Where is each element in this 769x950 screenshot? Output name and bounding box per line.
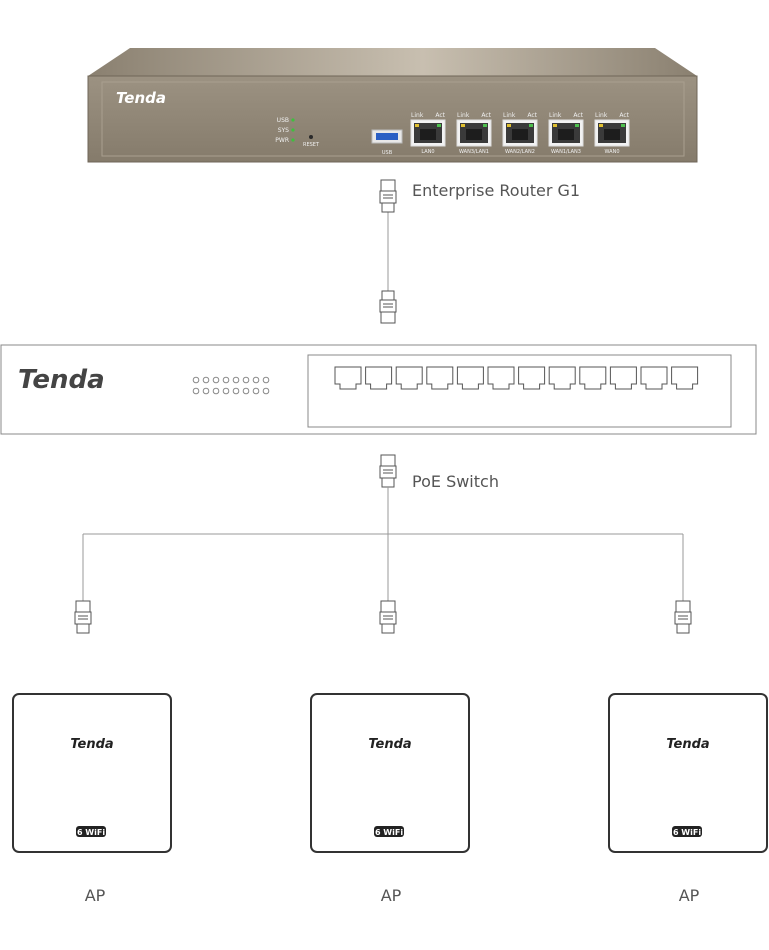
router-port-link-label: Link — [595, 112, 608, 119]
reset-hole — [309, 135, 313, 139]
plug-switch-side — [379, 290, 397, 324]
switch-port-panel — [307, 354, 732, 428]
switch-device: Tenda — [0, 344, 757, 435]
led-label-sys: SYS — [278, 127, 289, 134]
switch-led-dot — [262, 376, 270, 384]
router-port-jack-icon — [456, 119, 492, 147]
switch-label: PoE Switch — [412, 472, 499, 491]
ap-1-wifi-badge: 6 WiFi — [77, 828, 105, 837]
switch-led-dot — [232, 376, 240, 384]
led-sys-indicator — [291, 128, 295, 132]
router-brand-logo: Tenda — [116, 89, 166, 107]
led-label-pwr: PWR — [275, 137, 289, 144]
switch-led-dot — [202, 387, 210, 395]
router-port-link-label: Link — [411, 112, 424, 119]
ap-3-wifi-badge-icon — [672, 826, 702, 837]
switch-led-dot — [222, 387, 230, 395]
router-usb-port: USB — [371, 129, 403, 156]
ap-3-brand-logo: Tenda — [666, 737, 709, 752]
router-port-name: LAN0 — [421, 149, 434, 155]
led-usb-indicator — [291, 118, 295, 122]
plug-ap3 — [674, 600, 692, 634]
router-port-link-label: Link — [549, 112, 562, 119]
ap-3-wifi-badge: 6 WiFi — [673, 828, 701, 837]
switch-led-dots — [192, 376, 270, 395]
plug-router-side — [379, 179, 397, 213]
ap-2-wifi-badge-icon — [374, 826, 404, 837]
switch-led-dot — [212, 387, 220, 395]
router-label: Enterprise Router G1 — [412, 181, 581, 200]
ap-2-label: AP — [380, 886, 402, 905]
ap-1-wifi-badge-icon — [76, 826, 106, 837]
router-port-link-label: Link — [503, 112, 516, 119]
plug-ap2 — [379, 600, 397, 634]
switch-led-dot — [252, 387, 260, 395]
reset-label: RESET — [303, 142, 320, 148]
usb-port-label: USB — [382, 150, 393, 156]
router-port-name: WAN2/LAN2 — [505, 149, 535, 155]
ap-2-brand-logo: Tenda — [368, 737, 411, 752]
led-pwr-indicator — [291, 138, 295, 142]
switch-led-dot — [192, 376, 200, 384]
router-port-name: WAN3/LAN1 — [459, 149, 489, 155]
switch-led-dot — [252, 376, 260, 384]
ap-3-label: AP — [678, 886, 700, 905]
switch-led-dot — [262, 387, 270, 395]
led-label-usb: USB — [277, 117, 289, 124]
plug-ap1 — [74, 600, 92, 634]
router-port-act-label: Act — [619, 112, 629, 119]
ap-3: Tenda 6 WiFi — [608, 693, 768, 853]
router-port-name: WAN1/LAN3 — [551, 149, 581, 155]
switch-led-dot — [212, 376, 220, 384]
router-port-jack-icon — [410, 119, 446, 147]
router-port-jack-icon — [594, 119, 630, 147]
switch-led-dot — [222, 376, 230, 384]
router-port-act-label: Act — [527, 112, 537, 119]
router-led-group: USB SYS PWR — [275, 117, 295, 144]
router-port-jack-icon — [548, 119, 584, 147]
switch-led-dot — [192, 387, 200, 395]
router-port-act-label: Act — [435, 112, 445, 119]
router-port-act-label: Act — [481, 112, 491, 119]
switch-led-dot — [202, 376, 210, 384]
switch-led-dot — [232, 387, 240, 395]
plug-switch-uplink — [379, 454, 397, 488]
ap-1-label: AP — [84, 886, 106, 905]
router-port-jack-icon — [502, 119, 538, 147]
ap-1: Tenda 6 WiFi — [12, 693, 172, 853]
ap-1-brand-logo: Tenda — [70, 737, 113, 752]
switch-led-dot — [242, 387, 250, 395]
router-port-act-label: Act — [573, 112, 583, 119]
switch-brand-logo: Tenda — [18, 365, 105, 395]
ap-2: Tenda 6 WiFi — [310, 693, 470, 853]
router-port-name: WAN0 — [604, 149, 619, 155]
ap-2-wifi-badge: 6 WiFi — [375, 828, 403, 837]
router-port-link-label: Link — [457, 112, 470, 119]
switch-led-dot — [242, 376, 250, 384]
